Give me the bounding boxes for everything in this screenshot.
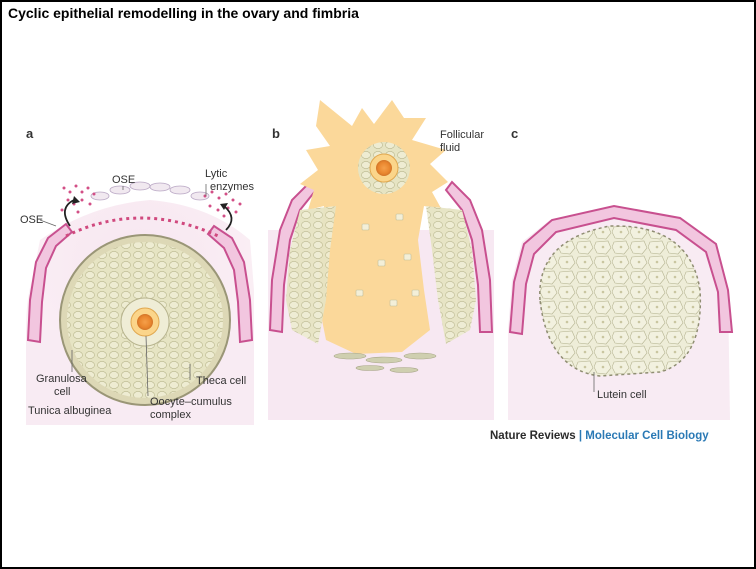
label-granulosa-2: cell — [54, 386, 71, 398]
panel-b-letter: b — [272, 126, 280, 141]
label-lutein: Lutein cell — [597, 389, 647, 401]
panel-c: c Lutein cell — [508, 126, 732, 420]
panel-a: a — [20, 126, 255, 425]
panel-c-corpus-luteum — [540, 226, 701, 376]
label-fluid-2: fluid — [440, 142, 460, 154]
credit-subject: Molecular Cell Biology — [585, 430, 708, 442]
panel-a-oocyte-nucleus — [137, 314, 153, 330]
label-theca: Theca cell — [196, 375, 246, 387]
panel-a-arrowhead-left — [72, 196, 80, 204]
label-granulosa-1: Granulosa — [36, 373, 88, 385]
credit-line: Nature Reviews | Molecular Cell Biology — [490, 430, 709, 442]
panel-b-oocyte-nucleus — [376, 160, 392, 176]
label-oocyte-1: Oocyte–cumulus — [150, 396, 232, 408]
label-ose-top: OSE — [112, 174, 135, 186]
label-fluid-1: Follicular — [440, 129, 484, 141]
panel-a-ose-cells — [91, 182, 209, 200]
panel-a-letter: a — [26, 126, 34, 141]
label-lytic-1: Lytic — [205, 168, 228, 180]
panel-b: b Follicular fluid — [268, 100, 494, 420]
label-tunica: Tunica albuginea — [28, 405, 112, 417]
label-ose-left: OSE — [20, 214, 43, 226]
label-lytic-2: enzymes — [210, 181, 255, 193]
credit-journal: Nature Reviews — [490, 430, 576, 442]
credit-separator: | — [579, 430, 582, 442]
panel-c-letter: c — [511, 126, 518, 141]
label-oocyte-2: complex — [150, 409, 191, 421]
